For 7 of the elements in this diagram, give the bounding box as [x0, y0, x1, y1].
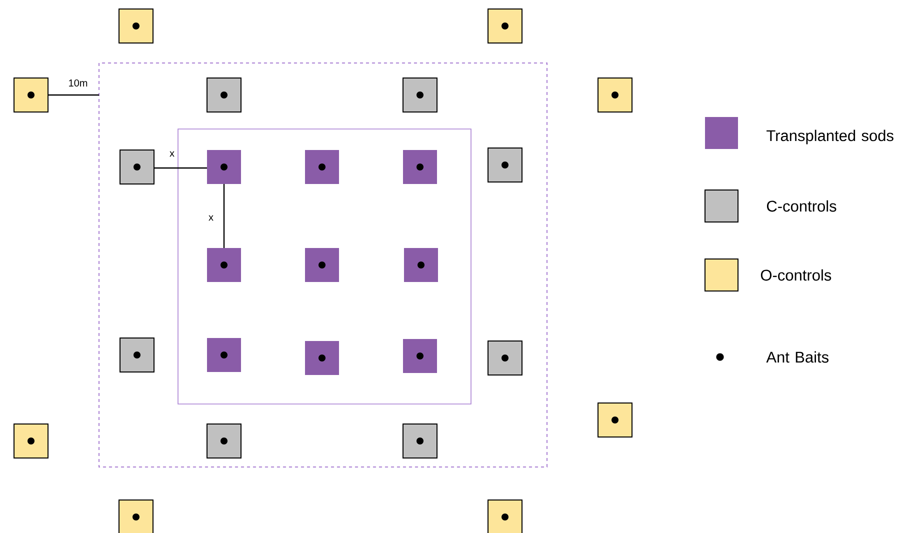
legend-label: Ant Baits: [766, 351, 828, 363]
legend-label: O-controls: [760, 269, 832, 281]
dimension-label: 10m: [69, 79, 88, 87]
legend-label: Transplanted sods: [766, 130, 894, 144]
legend-label: C-controls: [766, 200, 836, 212]
dimension-label: x: [208, 215, 214, 221]
dimension-label: x: [170, 151, 174, 157]
